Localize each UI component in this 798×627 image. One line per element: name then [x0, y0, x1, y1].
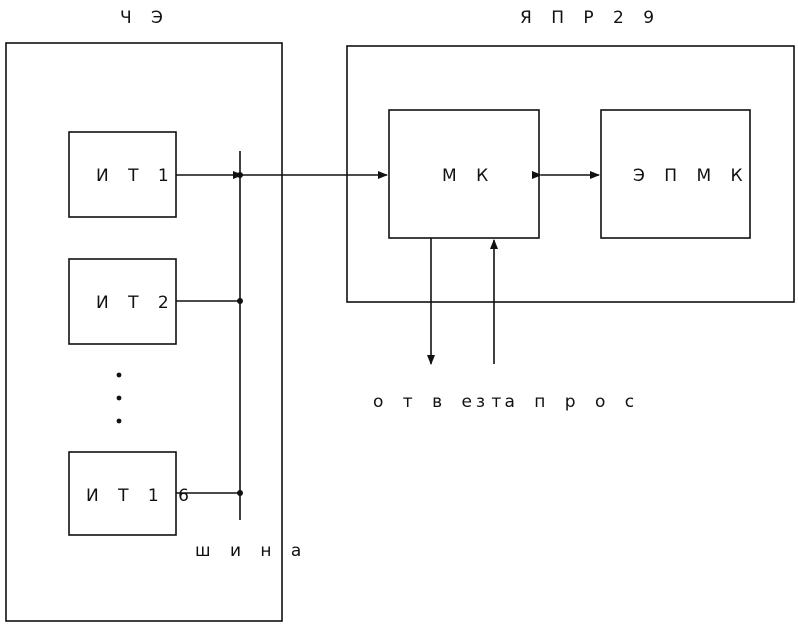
- junction-dot: [237, 490, 243, 496]
- che-title: Ч Э: [120, 8, 170, 28]
- ellipsis-dot: [116, 418, 122, 424]
- mk-label: М К: [442, 166, 495, 186]
- bus-label: ш и н а: [195, 541, 308, 561]
- ellipsis-dot: [116, 372, 122, 378]
- epmk-block: [600, 109, 751, 239]
- junction-dot: [237, 298, 243, 304]
- che-container: [5, 42, 283, 622]
- answer-label: о т в е т: [373, 392, 508, 412]
- it16-label: И Т 1 6: [86, 486, 196, 506]
- yapr-title: Я П Р 2 9: [520, 8, 661, 28]
- request-label: з а п р о с: [476, 392, 641, 412]
- it2-label: И Т 2: [96, 293, 176, 313]
- it1-label: И Т 1: [96, 166, 176, 186]
- ellipsis-dot: [116, 395, 122, 401]
- epmk-label: Э П М К: [633, 166, 750, 186]
